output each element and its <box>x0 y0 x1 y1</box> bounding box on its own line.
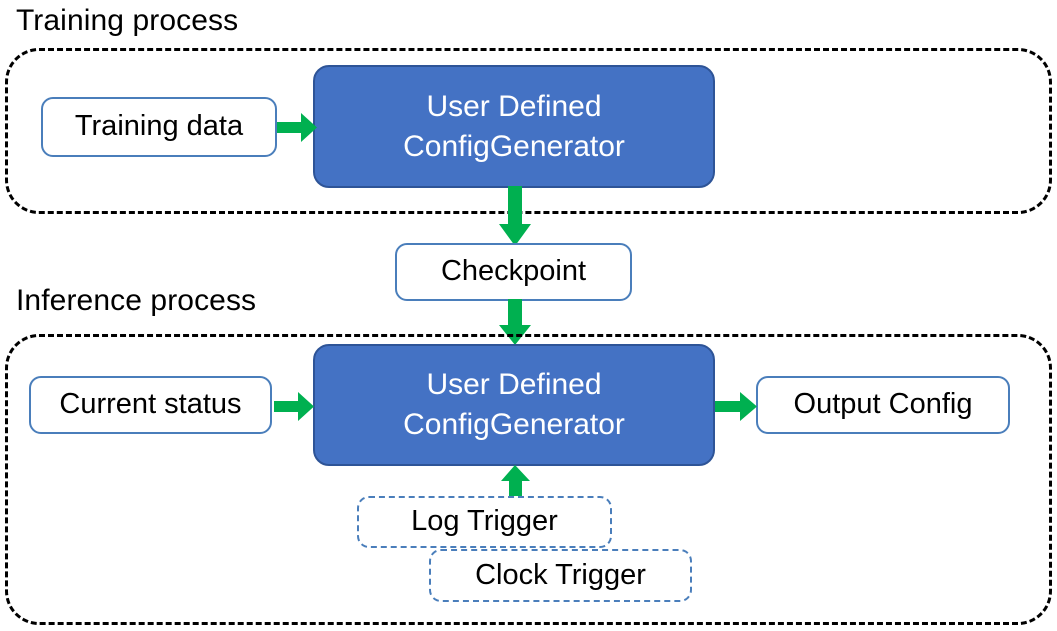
arrow-checkpoint-to-inference-generator <box>499 299 531 345</box>
arrow-training-data-to-generator <box>277 113 317 142</box>
node-training-config-generator-line1: User Defined <box>426 89 602 123</box>
training-process-caption: Training process <box>16 4 239 37</box>
arrow-log-trigger-to-generator <box>501 465 530 503</box>
arrow-current-status-to-generator <box>274 392 314 421</box>
node-clock-trigger[interactable]: Clock Trigger <box>429 549 692 602</box>
training-process-group <box>5 48 1052 214</box>
node-log-trigger[interactable]: Log Trigger <box>357 496 612 548</box>
arrow-generator-to-output-config <box>715 392 757 421</box>
arrow-generator-to-checkpoint <box>499 186 531 246</box>
node-output-config[interactable]: Output Config <box>756 376 1010 434</box>
node-inference-config-generator-line1: User Defined <box>426 368 602 402</box>
node-current-status[interactable]: Current status <box>29 376 272 434</box>
inference-process-caption: Inference process <box>16 284 257 317</box>
node-log-trigger-label: Log Trigger <box>411 505 558 538</box>
node-training-config-generator-line2: ConfigGenerator <box>403 129 625 163</box>
node-current-status-label: Current status <box>59 388 242 421</box>
node-checkpoint[interactable]: Checkpoint <box>395 243 632 301</box>
node-output-config-label: Output Config <box>793 388 973 421</box>
node-training-data-label: Training data <box>74 110 244 143</box>
node-training-data[interactable]: Training data <box>41 97 277 157</box>
node-inference-config-generator-line2: ConfigGenerator <box>403 408 625 441</box>
node-inference-config-generator[interactable]: User Defined ConfigGenerator <box>313 344 715 466</box>
node-checkpoint-label: Checkpoint <box>440 255 587 288</box>
node-clock-trigger-label: Clock Trigger <box>475 558 646 591</box>
node-training-config-generator[interactable]: User Defined ConfigGenerator <box>313 65 715 188</box>
inference-process-group <box>5 334 1052 625</box>
